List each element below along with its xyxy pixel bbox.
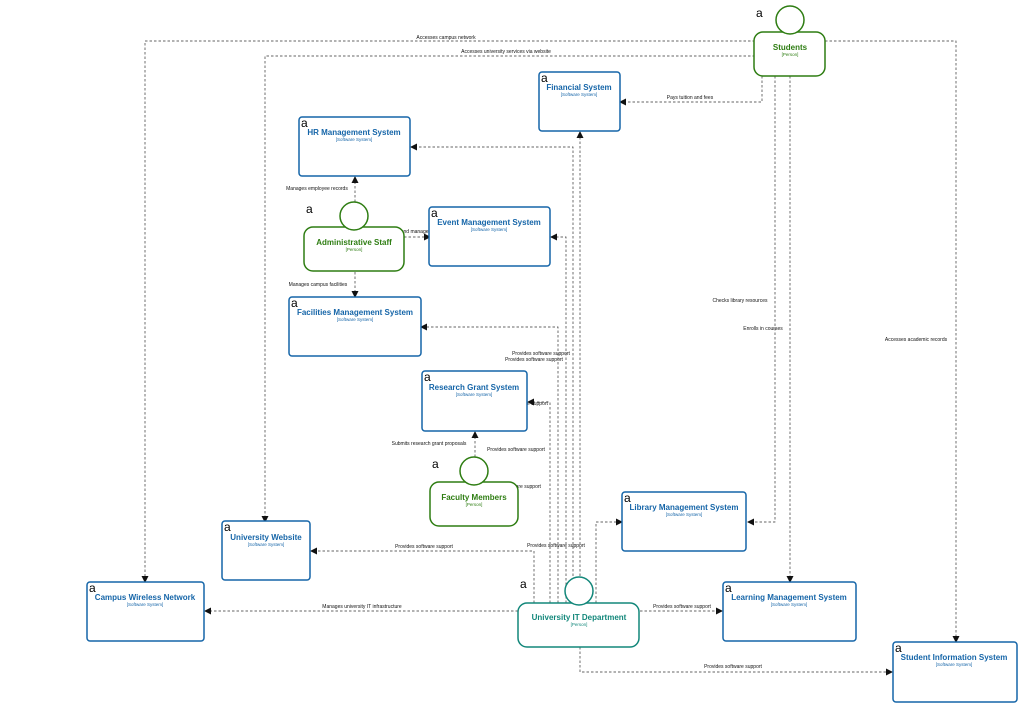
system-title: University Website [230, 533, 302, 542]
icon-letter: a [520, 577, 527, 591]
system-type: [Software System] [248, 542, 285, 547]
icon-letter: a [301, 116, 308, 130]
label-manages-infra: Manages university IT infrastructure [322, 604, 402, 610]
label-checks-library: Checks library resources [712, 298, 768, 304]
system-type: [Software System] [561, 92, 598, 97]
person-title: University IT Department [532, 613, 627, 622]
system-title: Facilities Management System [297, 308, 413, 317]
label-support-lms: Provides software support [653, 604, 711, 610]
edge-checks-library [747, 76, 776, 526]
system-title: Campus Wireless Network [95, 593, 196, 602]
label-support-event: Provides software support [487, 447, 545, 453]
system-event[interactable]: a Event Management System [Software Syst… [428, 206, 551, 267]
system-type: [Software System] [771, 602, 808, 607]
system-type: [Software System] [471, 227, 508, 232]
system-wireless[interactable]: a Campus Wireless Network [Software Syst… [86, 581, 205, 642]
edge-accesses-network [141, 40, 755, 583]
system-research[interactable]: a Research Grant System [Software System… [421, 370, 528, 432]
label-support-sis: Provides software support [704, 664, 762, 670]
icon-letter: a [624, 491, 631, 505]
label-accesses-records: Accesses academic records [885, 337, 948, 343]
person-title: Faculty Members [441, 493, 507, 502]
system-type: [Software System] [127, 602, 164, 607]
person-title: Students [773, 43, 808, 52]
person-type: [Person] [466, 502, 483, 507]
label-submits-grant: Submits research grant proposals [392, 441, 467, 447]
system-sis[interactable]: a Student Information System [Software S… [892, 641, 1018, 703]
label-support-library: Provides software support [527, 543, 585, 549]
system-title: HR Management System [307, 128, 400, 137]
icon-letter: a [291, 296, 298, 310]
edge-support-research [527, 398, 551, 603]
edge-accesses-services [261, 55, 755, 523]
system-type: [Software System] [336, 137, 373, 142]
label-manages-facilities: Manages campus facilities [289, 282, 348, 288]
system-title: Financial System [546, 83, 611, 92]
icon-letter: a [756, 6, 763, 20]
edge-support-sis [579, 647, 893, 676]
icon-letter: a [224, 520, 231, 534]
edge-support-hr [410, 143, 574, 603]
icon-letter: a [541, 71, 548, 85]
icon-letter: a [431, 206, 438, 220]
person-head-icon [459, 456, 489, 486]
system-website[interactable]: a University Website [Software System] [221, 520, 311, 581]
system-type: [Software System] [456, 392, 493, 397]
system-hr[interactable]: a HR Management System [Software System] [298, 116, 411, 177]
system-title: Library Management System [630, 503, 739, 512]
person-type: [Person] [782, 52, 799, 57]
system-type: [Software System] [936, 662, 973, 667]
label-manages-employee: Manages employee records [286, 186, 348, 192]
person-title: Administrative Staff [316, 238, 392, 247]
label-accesses-services: Accesses university services via website [461, 49, 551, 55]
edge-accesses-records [825, 40, 960, 643]
edge-support-event [550, 233, 567, 603]
label-enrolls: Enrolls in courses [743, 326, 783, 332]
system-title: Research Grant System [429, 383, 519, 392]
label-accesses-network: Accesses campus network [416, 35, 476, 41]
person-head-icon [339, 201, 369, 231]
system-title: Student Information System [901, 653, 1008, 662]
icon-letter: a [424, 370, 431, 384]
person-it[interactable]: a University IT Department [Person] [517, 576, 640, 648]
system-lms[interactable]: a Learning Management System [Software S… [722, 581, 857, 642]
icon-letter: a [725, 581, 732, 595]
person-head-icon [775, 5, 805, 35]
person-admin[interactable]: a Administrative Staff [Person] [303, 201, 405, 272]
edge-support-facilities [420, 323, 559, 603]
label-support-facilities-2: Provides software support [505, 357, 563, 363]
person-head-icon [564, 576, 594, 606]
person-type: [Person] [346, 247, 363, 252]
system-facilities[interactable]: a Facilities Management System [Software… [288, 296, 422, 357]
system-title: Learning Management System [731, 593, 847, 602]
label-support-website: Provides software support [395, 544, 453, 550]
person-students[interactable]: a Students [Person] [753, 5, 826, 77]
system-library[interactable]: a Library Management System [Software Sy… [621, 491, 747, 552]
person-type: [Person] [571, 622, 588, 627]
system-financial[interactable]: a Financial System [Software System] [538, 71, 621, 132]
label-support-facilities-1: Provides software support [512, 351, 570, 357]
system-type: [Software System] [666, 512, 703, 517]
label-plans-events: Plans and manages events [387, 229, 448, 235]
edge-support-website [310, 547, 535, 603]
system-title: Event Management System [437, 218, 541, 227]
edges [141, 40, 960, 676]
icon-letter: a [306, 202, 313, 216]
icon-letter: a [895, 641, 902, 655]
label-pays-fees: Pays tuition and fees [667, 95, 714, 101]
person-faculty[interactable]: a Faculty Members [Person] [429, 456, 519, 527]
icon-letter: a [432, 457, 439, 471]
edge-support-library [595, 518, 623, 603]
system-type: [Software System] [337, 317, 374, 322]
icon-letter: a [89, 581, 96, 595]
